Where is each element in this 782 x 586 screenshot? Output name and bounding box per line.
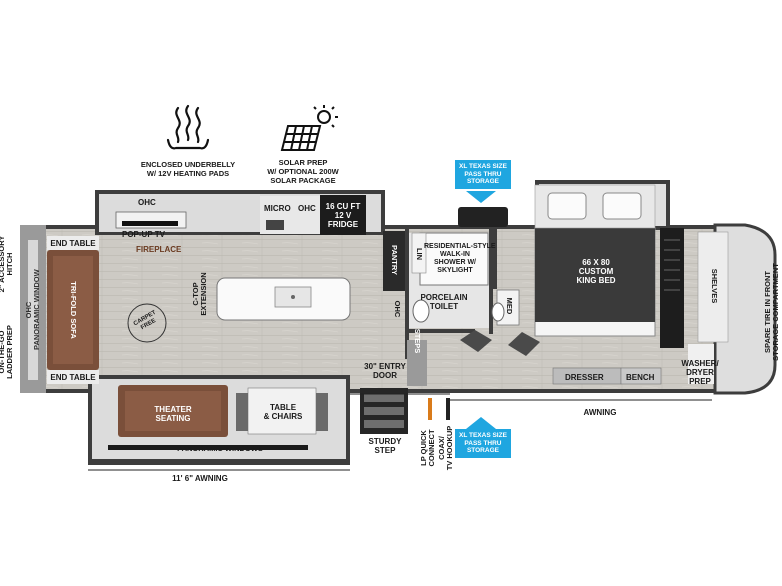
- ohc-micro-label: OHC: [298, 204, 316, 213]
- pass-thru-arrow-up: [466, 417, 496, 429]
- micro-label: MICRO: [264, 204, 291, 213]
- ladder-label: ON-THE-GO LADDER PREP: [0, 325, 14, 379]
- solar-label: SOLAR PREP W/ OPTIONAL 200W SOLAR PACKAG…: [267, 158, 339, 185]
- ohc-top-label: OHC: [138, 198, 156, 207]
- lp-label: LP QUICK CONNECT: [419, 429, 436, 467]
- bench: [620, 367, 662, 385]
- sturdy-step-label: STURDY STEP: [368, 437, 402, 455]
- walk-in-shower: [419, 232, 489, 286]
- shelves-label: SHELVES: [710, 268, 719, 304]
- end-table-top-label: END TABLE: [50, 239, 96, 248]
- bed-label: 66 X 80 CUSTOM KING BED: [576, 258, 616, 285]
- pantry: [383, 231, 405, 291]
- popup-tv-label: POP-UP TV: [122, 230, 165, 239]
- panoramic-windows-label: PANORAMIC WINDOWS: [177, 444, 263, 453]
- pass-thru-storage-top: XL TEXAS SIZE PASS THRU STORAGE: [455, 160, 511, 189]
- lin-label: LIN: [415, 247, 424, 261]
- pass-thru-arrow-down: [466, 191, 496, 203]
- pass-thru-storage-bottom: XL TEXAS SIZE PASS THRU STORAGE: [455, 429, 511, 458]
- end-table-bottom-label: END TABLE: [50, 373, 96, 382]
- solar-panel-icon: [280, 105, 338, 151]
- spare-tire-label: SPARE TIRE IN FRONT STORAGE COMPARTMENT: [763, 263, 780, 361]
- med-label: MED: [505, 297, 514, 315]
- sofa-label: TRI-FOLD SOFA: [69, 281, 78, 339]
- awning-left-label: 11' 6" AWNING: [172, 474, 228, 483]
- toilet-label: PORCELAIN TOILET: [420, 293, 468, 311]
- fridge: [320, 195, 366, 235]
- coax-label: COAX/ TV HOOKUP: [437, 425, 454, 471]
- underbelly-label: ENCLOSED UNDERBELLY W/ 12V HEATING PADS: [140, 160, 236, 178]
- theater-label: THEATER SEATING: [154, 405, 192, 423]
- shower-label: RESIDENTIAL-STYLE WALK-IN SHOWER W/ SKYL…: [424, 243, 496, 274]
- hitch-label: 2" ACCESSORY HITCH: [0, 235, 14, 293]
- ohc-bath-label: OHC: [393, 300, 402, 318]
- panoramic-window-side-label: OHC PANORAMIC WINDOW: [24, 269, 41, 350]
- awning-right-label: AWNING: [583, 408, 617, 417]
- porcelain-toilet: [412, 299, 430, 323]
- ctop-label: C-TOP EXTENSION: [191, 272, 208, 316]
- washer-label: WASHER/ DRYER PREP: [681, 359, 719, 386]
- heat-icon: [166, 104, 210, 150]
- dresser-label: DRESSER: [565, 373, 604, 382]
- front-cap: [713, 223, 777, 395]
- table-chairs-label: TABLE & CHAIRS: [263, 403, 303, 421]
- carpet-free-badge: [127, 303, 167, 343]
- fridge-label: 16 CU FT 12 V FRIDGE: [325, 202, 361, 229]
- steps-label: STEPS: [413, 328, 422, 354]
- dinette-table: [247, 387, 317, 435]
- pantry-label: PANTRY: [390, 245, 399, 275]
- bench-label: BENCH: [626, 373, 655, 382]
- entry-door-label: 30" ENTRY DOOR: [364, 362, 406, 380]
- fireplace-label: FIREPLACE: [136, 245, 182, 254]
